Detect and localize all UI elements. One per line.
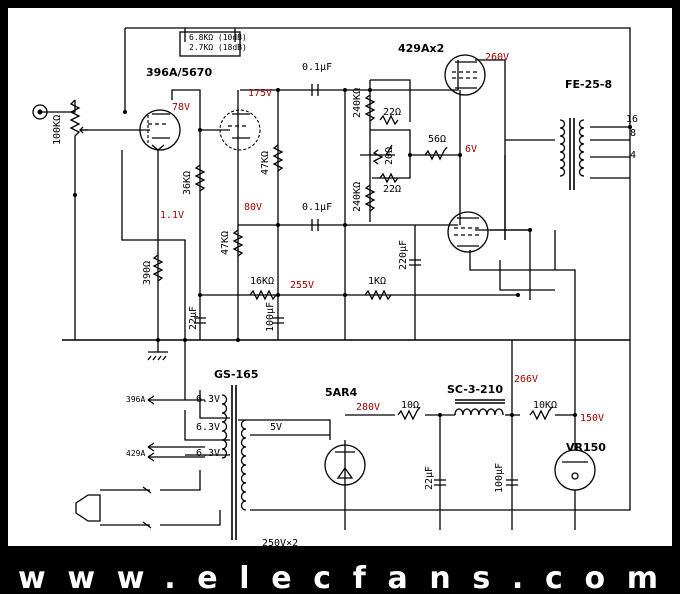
label-r22-top: 22Ω: [383, 107, 401, 118]
label-c220uf: 220μF: [398, 240, 409, 270]
voltage-175v: 175V: [248, 88, 272, 99]
label-r1k: 1KΩ: [368, 276, 386, 287]
tube-429a-top: [444, 54, 486, 96]
voltage-255v: 255V: [290, 280, 314, 291]
voltage-80v: 80V: [244, 202, 262, 213]
voltage-260v: 260V: [485, 52, 509, 63]
label-r240k-top: 240KΩ: [352, 88, 363, 118]
output-transformer-fe-25-8: [559, 118, 585, 190]
labels: 6.8KΩ (10dB) 2.7KΩ (18dB) 396A/5670 429A…: [52, 33, 638, 549]
label-heater-1: 6.3V: [196, 394, 220, 405]
label-output-tubes: 429Ax2: [398, 42, 444, 55]
power-transformer-gs-165: [221, 385, 247, 540]
junctions: [73, 88, 632, 417]
tube-v2-5670: [219, 109, 261, 151]
label-heater-3: 6.3V: [196, 448, 220, 459]
tube-v1-396a: [139, 109, 181, 151]
wires: [40, 27, 631, 530]
label-feedback-r2: 2.7KΩ (18dB): [189, 43, 247, 52]
voltage-266v: 266V: [514, 374, 538, 385]
heater-arrows: [147, 395, 155, 462]
label-heater-396a: 396A: [126, 395, 145, 404]
voltage-150v: 150V: [580, 413, 604, 424]
label-5v: 5V: [270, 422, 282, 433]
label-v1-tube: 396A/5670: [146, 66, 212, 79]
label-hv-secondary: 250V×2: [262, 538, 298, 549]
input-pot-100k: [69, 99, 88, 160]
choke-sc-3-210: [454, 399, 505, 416]
label-output-transformer: FE-25-8: [565, 78, 612, 91]
ac-inlet-icon: [75, 486, 152, 529]
label-r10k: 10KΩ: [533, 400, 557, 411]
tube-429a-bottom: [447, 211, 489, 253]
label-r390: 390Ω: [142, 261, 153, 285]
tube-vr150: [554, 449, 596, 491]
capacitors: [194, 84, 518, 486]
label-c100uf-screen: 100μF: [265, 302, 276, 332]
ground-icon: [147, 351, 168, 361]
feedback-network-box: [179, 31, 241, 57]
label-tap-8: 8: [630, 128, 636, 139]
tube-5ar4: [324, 444, 366, 486]
resistors: [152, 94, 553, 421]
label-r56: 56Ω: [428, 134, 446, 145]
voltage-78v: 78V: [172, 102, 190, 113]
label-r10: 10Ω: [401, 400, 419, 411]
label-coupling-cap-1: 0.1μF: [302, 62, 332, 73]
label-input-pot: 100KΩ: [52, 115, 63, 145]
label-power-transformer: GS-165: [214, 368, 258, 381]
label-tap-16: 16: [626, 114, 638, 125]
label-r47k-bottom: 47KΩ: [220, 231, 231, 255]
voltage-1v: 1.1V: [160, 210, 184, 221]
label-coupling-cap-2: 0.1μF: [302, 202, 332, 213]
label-heater-2: 6.3V: [196, 422, 220, 433]
label-tap-4: 4: [630, 150, 636, 161]
label-r20: 20Ω: [384, 147, 395, 165]
voltage-6v: 6V: [465, 144, 477, 155]
label-c100uf-psu: 100μF: [494, 463, 505, 493]
label-c22uf-psu: 22μF: [424, 466, 435, 490]
label-r240k-bottom: 240KΩ: [352, 182, 363, 212]
label-c22uf-cathode: 22μF: [188, 306, 199, 330]
label-choke: SC-3-210: [447, 383, 503, 396]
input-jack-icon: [32, 104, 48, 120]
label-feedback-r1: 6.8KΩ (10dB): [189, 33, 247, 42]
label-regulator: VR150: [566, 441, 606, 454]
label-r16k: 16KΩ: [250, 276, 274, 287]
label-r47k-top: 47KΩ: [260, 151, 271, 175]
voltage-280v: 280V: [356, 402, 380, 413]
label-r22-bottom: 22Ω: [383, 184, 401, 195]
label-rectifier: 5AR4: [325, 386, 358, 399]
label-heater-429a: 429A: [126, 449, 145, 458]
label-r36k: 36KΩ: [182, 171, 193, 195]
